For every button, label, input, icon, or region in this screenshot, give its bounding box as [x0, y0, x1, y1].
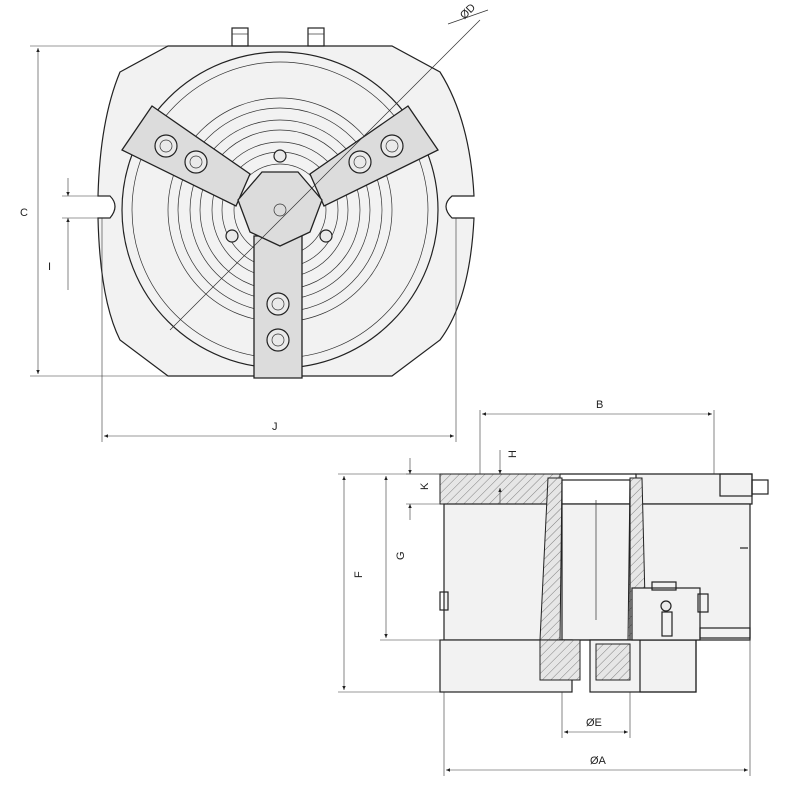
screw-top: [273, 149, 287, 163]
screw-right: [319, 229, 333, 243]
dim-d-label: ØD: [458, 2, 478, 22]
top-plate-right: [635, 473, 753, 505]
valve-knob: [660, 600, 672, 612]
dim-j-label: J: [272, 421, 278, 433]
dim-h-label: H: [507, 450, 519, 458]
screw-left: [225, 229, 239, 243]
left-fitting: [439, 591, 449, 611]
dim-k-label: K: [419, 482, 431, 490]
side-view: [439, 473, 769, 693]
dim-a: ØA: [443, 640, 751, 776]
base-section-left: [539, 639, 581, 681]
dim-f: F: [338, 473, 440, 693]
dim-h: H: [498, 450, 519, 504]
side-fitting: [751, 479, 769, 495]
top-view: [97, 9, 489, 379]
jaw-upper-left: [121, 105, 251, 207]
dim-b: B: [479, 399, 715, 474]
fitting-right: [307, 27, 325, 47]
center-hub: [237, 171, 323, 247]
dim-e-label: ØE: [586, 717, 602, 729]
valve-block: [631, 587, 701, 641]
center-hole: [273, 203, 287, 217]
dim-f-label: F: [353, 571, 365, 578]
fitting-left: [231, 27, 249, 47]
dim-g: G: [380, 476, 540, 641]
dim-k: K: [406, 458, 440, 520]
diameter-line: [169, 19, 481, 331]
valve-pipe: [699, 627, 751, 639]
dim-c-label: C: [20, 207, 28, 219]
dim-i-label: I: [48, 261, 51, 273]
cylinder-body: [443, 503, 751, 641]
jaw-upper-right: [309, 105, 439, 207]
dim-e: ØE: [561, 692, 631, 738]
dim-b-label: B: [596, 399, 603, 411]
dim-a-label: ØA: [590, 755, 607, 767]
jaw-bottom: [253, 235, 303, 379]
base-section-right: [595, 643, 631, 681]
dim-j: J: [101, 218, 457, 442]
dim-c: C: [20, 45, 168, 377]
dim-g-label: G: [395, 551, 407, 560]
